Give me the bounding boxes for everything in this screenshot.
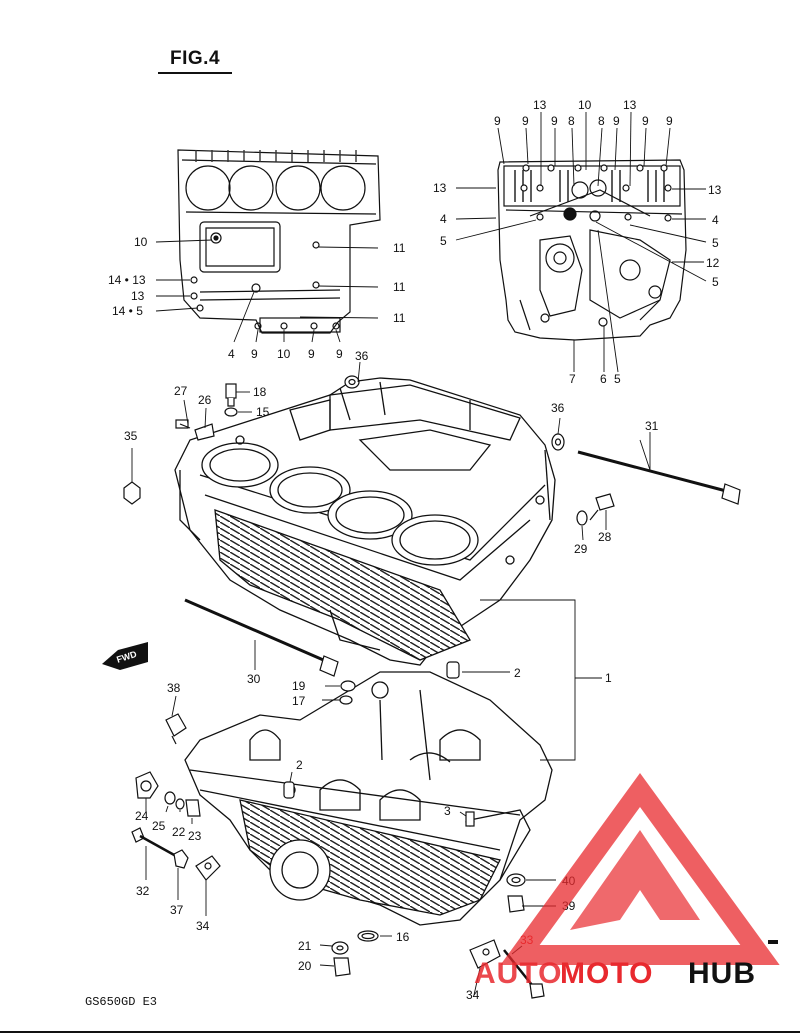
callout-label: 9 (494, 114, 501, 128)
callout-label: 19 (292, 679, 306, 693)
callout-label: 5 (614, 372, 621, 386)
callout-label: 9 (522, 114, 529, 128)
callout-label: 20 (298, 959, 312, 973)
callout-label: 9 (336, 347, 343, 361)
callout-label: 4 (712, 213, 719, 227)
callout-label: 14 • 5 (112, 304, 143, 318)
callout-label: 38 (167, 681, 181, 695)
forward-arrow-icon: FWD (102, 642, 148, 670)
callout-label: 18 (253, 385, 267, 399)
callout-label: 5 (440, 234, 447, 248)
callout-label: 11 (393, 311, 406, 325)
callout-label: 27 (174, 384, 188, 398)
callout-label: 26 (198, 393, 212, 407)
callout-label: 9 (251, 347, 258, 361)
leader-lines-right-inset (455, 111, 707, 373)
callout-label: 10 (277, 347, 291, 361)
callout-label: 22 (172, 825, 186, 839)
leader-lines-left-inset (155, 239, 379, 343)
callout-label: 30 (247, 672, 261, 686)
callout-label: 17 (292, 694, 306, 708)
leader-lines-main (131, 361, 651, 996)
callout-label: 9 (613, 114, 620, 128)
callout-label: 9 (551, 114, 558, 128)
watermark-moto: MOTO (560, 957, 653, 990)
callout-label: 1 (605, 671, 612, 685)
title-underline (158, 72, 232, 74)
lower-crankcase (184, 671, 553, 926)
callout-label: 13 (433, 181, 447, 195)
upper-crankcase-inset-left (177, 149, 381, 334)
callout-label: 11 (393, 280, 406, 294)
callout-label: 9 (642, 114, 649, 128)
small-parts (123, 375, 741, 999)
callout-label: 11 (393, 241, 406, 255)
callout-label: 34 (196, 919, 210, 933)
callout-label: 12 (706, 256, 720, 270)
callout-label: 5 (712, 236, 719, 250)
callout-label: 3 (444, 804, 451, 818)
figure-title: FIG.4 (170, 48, 221, 69)
callout-label: 31 (645, 419, 659, 433)
upper-crankcase-inset-right (497, 159, 687, 341)
automotohub-watermark-logo: AUTO MOTO HUB (474, 772, 780, 990)
callout-label: 13 (708, 183, 722, 197)
callout-label: 13 (623, 98, 637, 112)
watermark-hub: HUB (688, 957, 756, 990)
callout-label: 5 (712, 275, 719, 289)
callout-label: 16 (396, 930, 410, 944)
callout-label: 23 (188, 829, 202, 843)
callout-label: 7 (569, 372, 576, 386)
callout-label: 10 (134, 235, 148, 249)
callout-label: 21 (298, 939, 312, 953)
callout-label: 14 • 13 (108, 273, 146, 287)
callout-label: 10 (578, 98, 592, 112)
upper-crankcase (174, 377, 556, 666)
bottom-rule (0, 1031, 800, 1033)
callout-label: 4 (440, 212, 447, 226)
callout-label: 9 (666, 114, 673, 128)
callout-label: 9 (308, 347, 315, 361)
callout-label: 29 (574, 542, 588, 556)
callout-label: 15 (256, 405, 270, 419)
callout-label: 37 (170, 903, 184, 917)
callout-label: 4 (228, 347, 235, 361)
callout-label: 32 (136, 884, 150, 898)
callout-label: 6 (600, 372, 607, 386)
callout-label: 13 (533, 98, 547, 112)
callout-label: 2 (514, 666, 521, 680)
callout-label: 36 (355, 349, 369, 363)
callout-label: 34 (466, 988, 480, 1002)
callout-label: 25 (152, 819, 166, 833)
callout-label: 13 (131, 289, 145, 303)
callout-label: 36 (551, 401, 565, 415)
watermark-auto: AUTO (474, 957, 562, 990)
model-code: GS650GD E3 (85, 995, 158, 1009)
callout-label: 8 (598, 114, 605, 128)
callout-label: 8 (568, 114, 575, 128)
callout-label: 2 (296, 758, 303, 772)
callout-label: 28 (598, 530, 612, 544)
callout-label: 35 (124, 429, 138, 443)
callout-label: 24 (135, 809, 149, 823)
